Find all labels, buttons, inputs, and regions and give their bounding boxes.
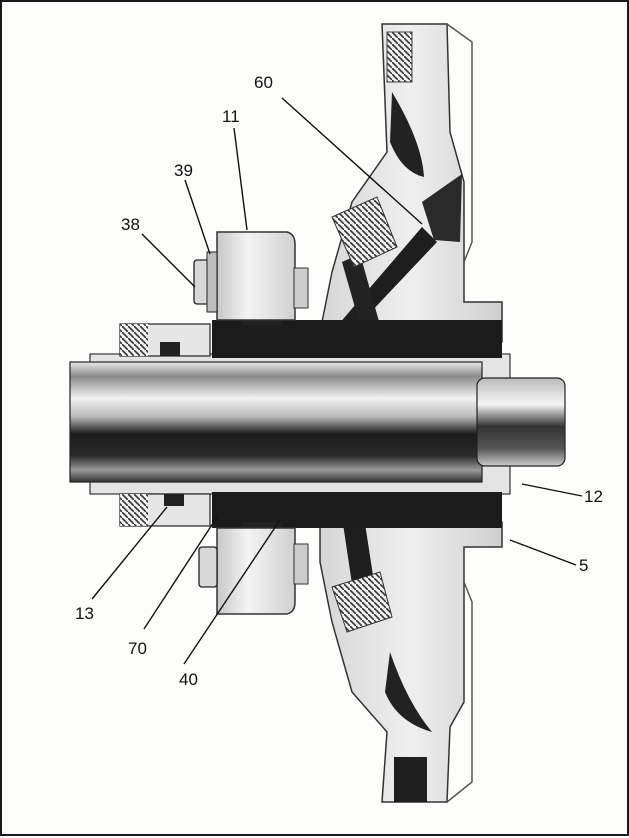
leader-11: [233, 127, 248, 231]
drain-passage: [331, 517, 393, 633]
callout-12: 12: [584, 487, 603, 506]
seal-faces: [212, 307, 502, 540]
callout-11: 11: [222, 107, 240, 126]
leader-39: [184, 179, 211, 255]
leader-60: [281, 97, 423, 225]
gland-nut: [193, 251, 218, 588]
gland-plate: [216, 231, 309, 615]
callout-70: 70: [128, 639, 147, 658]
leader-5: [509, 539, 577, 566]
callout-60: 60: [254, 73, 273, 92]
leader-40: [183, 519, 281, 665]
callout-39: 39: [174, 161, 193, 180]
leader-38: [141, 233, 196, 288]
callout-5: 5: [579, 556, 588, 575]
callout-13: 13: [75, 604, 94, 623]
leader-lines: [91, 97, 583, 665]
vent-passage: [331, 174, 462, 332]
callout-40: 40: [179, 670, 198, 689]
leader-12: [521, 483, 583, 497]
leader-70: [143, 516, 218, 630]
callout-38: 38: [121, 215, 140, 234]
shaft: [69, 361, 566, 483]
leader-13: [91, 506, 168, 600]
